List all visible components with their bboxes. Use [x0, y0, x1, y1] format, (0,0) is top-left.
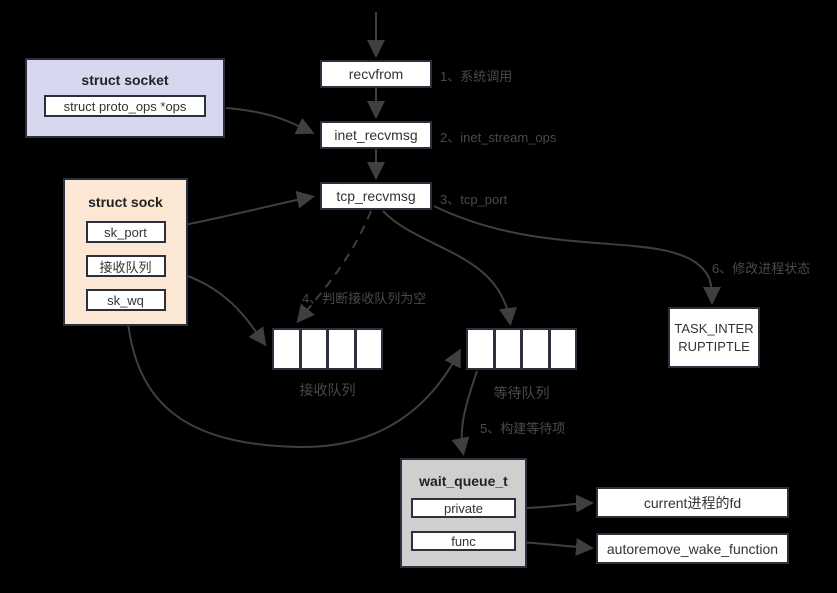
arrow-private-to-fd [517, 494, 594, 513]
step-label-4: 4、判断接收队列为空 [302, 291, 427, 306]
recv-queue-label: 接收队列 [299, 382, 356, 398]
arrow-skport-to-tcp [164, 190, 315, 230]
step-label-6: 6、修改进程状态 [712, 261, 811, 276]
queue-cell [301, 330, 326, 368]
step-label-5: 5、构建等待项 [480, 421, 566, 436]
step-label-2: 2、inet_stream_ops [440, 130, 557, 145]
sk-wq-field: sk_wq [85, 289, 166, 311]
tcp-recvmsg-box: tcp_recvmsg [320, 182, 432, 210]
wait-queue-t-box: wait_queue_t private func [400, 458, 527, 568]
struct-sock-box: struct sock sk_port 接收队列 sk_wq [63, 178, 188, 326]
autoremove-wake-function-box: autoremove_wake_function [596, 533, 789, 564]
step-label-3: 3、tcp_port [440, 192, 508, 207]
inet-recvmsg-box: inet_recvmsg [320, 121, 432, 149]
recvfrom-box: recvfrom [320, 60, 432, 88]
queue-cell [550, 330, 575, 368]
struct-sock-title: struct sock [88, 194, 163, 210]
arrow-waitqueue-to-waitqueuet [451, 370, 478, 456]
wait-queue-label: 等待队列 [493, 385, 550, 401]
arrow-tcp-to-recvqueue-dashed [296, 210, 372, 324]
arrow-ops-to-inet [225, 107, 315, 135]
recv-queue-field: 接收队列 [85, 255, 166, 277]
task-state-box: TASK_INTERRUPTIPTLE [668, 307, 760, 368]
step-label-1: 1、系统调用 [440, 69, 513, 84]
queue-cell [495, 330, 520, 368]
struct-socket-box: struct socket struct proto_ops *ops [25, 58, 225, 138]
struct-socket-title: struct socket [81, 72, 169, 88]
wait-queue-t-title: wait_queue_t [419, 473, 508, 489]
func-field: func [411, 531, 516, 551]
proto-ops-field: struct proto_ops *ops [44, 95, 206, 117]
arrow-tcp-to-taskstate [433, 205, 721, 305]
arrow-skwq-to-waitqueue [126, 313, 461, 449]
queue-cell [468, 330, 493, 368]
sk-port-field: sk_port [85, 221, 166, 243]
private-field: private [411, 498, 516, 518]
arrow-tcp-to-waitqueue [382, 210, 517, 326]
queue-cell [356, 330, 381, 368]
recv-queue-cells [272, 328, 383, 370]
wait-queue-cells [466, 328, 577, 370]
arrow-func-to-autoremove [517, 537, 594, 556]
queue-cell [523, 330, 548, 368]
queue-cell [274, 330, 299, 368]
current-fd-box: current进程的fd [596, 487, 789, 518]
queue-cell [329, 330, 354, 368]
